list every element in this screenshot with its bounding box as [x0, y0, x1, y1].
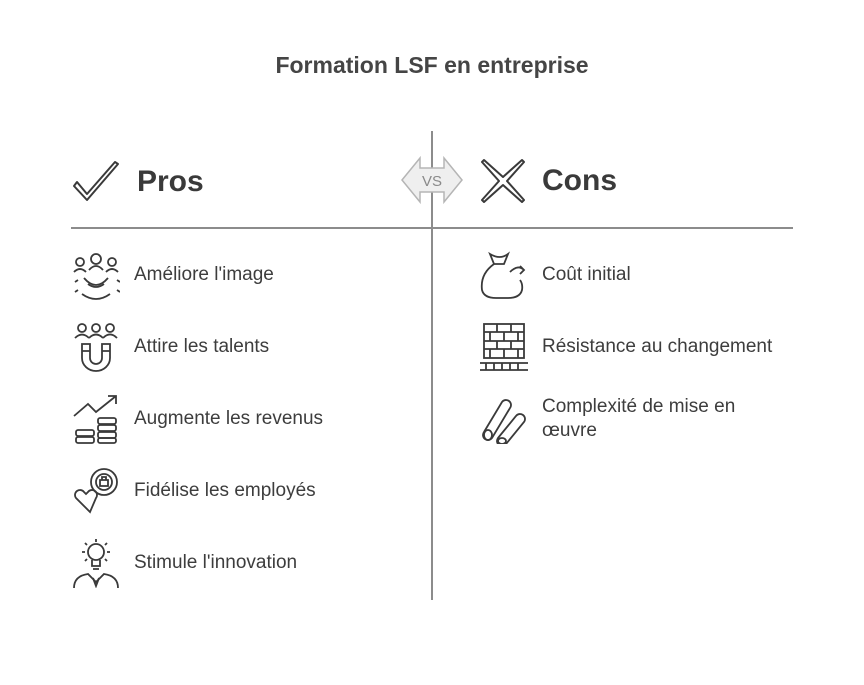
- tangled-rolls-icon: [482, 399, 526, 444]
- page-title: Formation LSF en entreprise: [275, 52, 589, 78]
- magnet-people-icon: [74, 323, 118, 372]
- growth-coins-icon: [73, 395, 117, 444]
- pros-item: Améliore l'image: [72, 250, 274, 300]
- pros-item: Augmente les revenus: [72, 394, 323, 444]
- vertical-divider: [431, 131, 433, 600]
- lightbulb-person-icon: [73, 539, 119, 588]
- cons-heading: Cons: [480, 158, 617, 204]
- cons-item: Complexité de mise en œuvre: [480, 394, 762, 444]
- cons-item-label: Résistance au changement: [542, 336, 773, 357]
- cross-icon: [481, 159, 525, 203]
- cons-item-label: Complexité de mise en œuvre: [542, 396, 736, 441]
- pros-item-label: Augmente les revenus: [134, 408, 324, 429]
- pros-item: Attire les talents: [72, 322, 269, 372]
- pros-item: Stimule l'innovation: [72, 538, 297, 588]
- cons-item: Coût initial: [480, 250, 631, 300]
- pros-heading-label: Pros: [137, 165, 204, 198]
- horizontal-divider: [71, 227, 793, 229]
- pros-heading: Pros: [71, 160, 204, 204]
- cons-item: Résistance au changement: [480, 322, 772, 372]
- pros-item-label: Stimule l'innovation: [134, 552, 298, 573]
- brick-wall-icon: [480, 323, 528, 371]
- cons-heading-label: Cons: [542, 164, 617, 197]
- pros-item-label: Fidélise les employés: [134, 480, 316, 501]
- gear-people-icon: [73, 253, 120, 300]
- money-bag-icon: [480, 251, 526, 299]
- vs-badge: VS: [400, 154, 464, 206]
- vs-label: VS: [422, 173, 442, 190]
- pros-item: Fidélise les employés: [72, 466, 316, 516]
- pros-item-label: Améliore l'image: [134, 264, 274, 285]
- cons-item-label: Coût initial: [542, 264, 631, 285]
- heart-badge-icon: [74, 468, 118, 514]
- pros-item-label: Attire les talents: [134, 336, 270, 357]
- checkmark-icon: [73, 161, 119, 201]
